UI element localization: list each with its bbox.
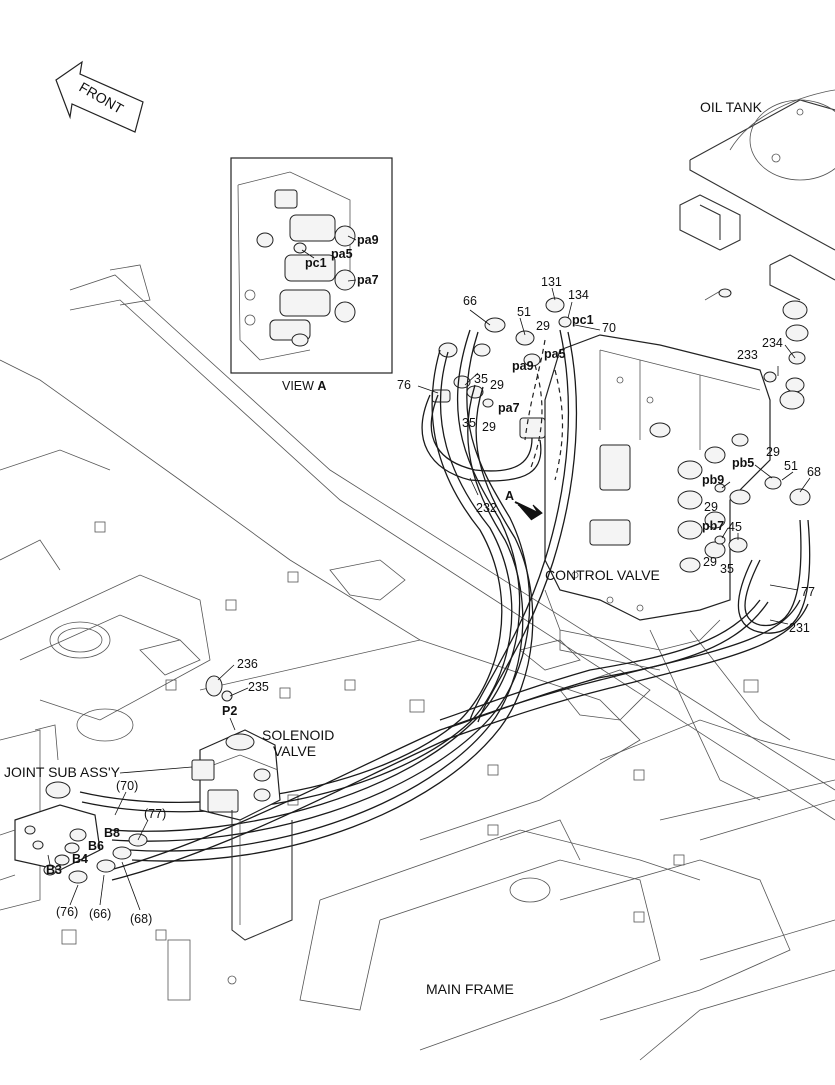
main-frame-label: MAIN FRAME (426, 981, 514, 997)
oil-tank-label: OIL TANK (700, 99, 763, 115)
part-29-pb7: 29 (703, 555, 717, 569)
port-p2: P2 (222, 704, 237, 718)
part-68: 68 (807, 465, 821, 479)
inset-port-pc1: pc1 (305, 256, 327, 270)
part-236: 236 (237, 657, 258, 671)
part-29-top: 29 (536, 319, 550, 333)
part-51-right: 51 (784, 459, 798, 473)
part-233: 233 (737, 348, 758, 362)
leader-lines (47, 287, 811, 911)
part-77-ref: (77) (144, 807, 166, 821)
hidden-hose-paths (524, 339, 564, 481)
inset-port-pa9: pa9 (357, 233, 379, 247)
port-labels: pc1 pa5 pa9 pa7 pb5 pb9 pb7 P2 B8 B6 B4 … (46, 313, 754, 877)
port-b4: B4 (72, 852, 88, 866)
port-pb7: pb7 (702, 519, 724, 533)
part-35-lower: 35 (462, 416, 476, 430)
joint-sub-assy-label: JOINT SUB ASS'Y (4, 764, 121, 780)
part-76: 76 (397, 378, 411, 392)
port-pa9: pa9 (512, 359, 534, 373)
part-29-lower: 29 (482, 420, 496, 434)
part-66: 66 (463, 294, 477, 308)
assembly-labels: OIL TANK CONTROL VALVE SOLENOID VALVE JO… (4, 99, 763, 997)
joint-sub-assy (0, 781, 148, 884)
part-134: 134 (568, 288, 589, 302)
view-a-caption: VIEW A (282, 379, 326, 393)
part-66-ref: (66) (89, 907, 111, 921)
port-pa5: pa5 (544, 347, 566, 361)
solenoid-valve (191, 675, 293, 941)
part-45: 45 (728, 520, 742, 534)
part-235: 235 (248, 680, 269, 694)
part-68-ref: (68) (130, 912, 152, 926)
part-232: 232 (476, 501, 497, 515)
part-76-ref: (76) (56, 905, 78, 919)
view-a-inset: pa9 pc1 pa5 pa7 VIEW A (230, 157, 393, 393)
inset-port-pa7: pa7 (357, 273, 379, 287)
part-70: 70 (602, 321, 616, 335)
front-arrow: FRONT (55, 60, 144, 133)
part-35-upper: 35 (474, 372, 488, 386)
port-pc1: pc1 (572, 313, 594, 327)
part-70-ref: (70) (116, 779, 138, 793)
oil-tank (679, 89, 835, 410)
view-a-marker: A (505, 489, 514, 503)
part-51-top: 51 (517, 305, 531, 319)
view-a-arrow: A (505, 489, 543, 521)
port-pa7: pa7 (498, 401, 520, 415)
part-29-upper: 29 (490, 378, 504, 392)
port-b6: B6 (88, 839, 104, 853)
part-35-right: 35 (720, 562, 734, 576)
hose-bundle (79, 329, 811, 881)
port-pb5: pb5 (732, 456, 754, 470)
port-pb9: pb9 (702, 473, 724, 487)
part-231: 231 (789, 621, 810, 635)
part-number-labels: 66 51 131 134 29 70 35 29 76 35 29 232 2… (56, 275, 821, 926)
part-29-pb5: 29 (766, 445, 780, 459)
port-b3: B3 (46, 863, 62, 877)
control-valve-label: CONTROL VALVE (545, 567, 660, 583)
part-131: 131 (541, 275, 562, 289)
port-b8: B8 (104, 826, 120, 840)
solenoid-valve-label-1: SOLENOID (262, 727, 334, 743)
part-77: 77 (801, 585, 815, 599)
part-29-pb9: 29 (704, 500, 718, 514)
part-234: 234 (762, 336, 783, 350)
control-valve-body (431, 297, 811, 801)
solenoid-valve-label-2: VALVE (273, 743, 316, 759)
inset-port-pa5: pa5 (331, 247, 353, 261)
